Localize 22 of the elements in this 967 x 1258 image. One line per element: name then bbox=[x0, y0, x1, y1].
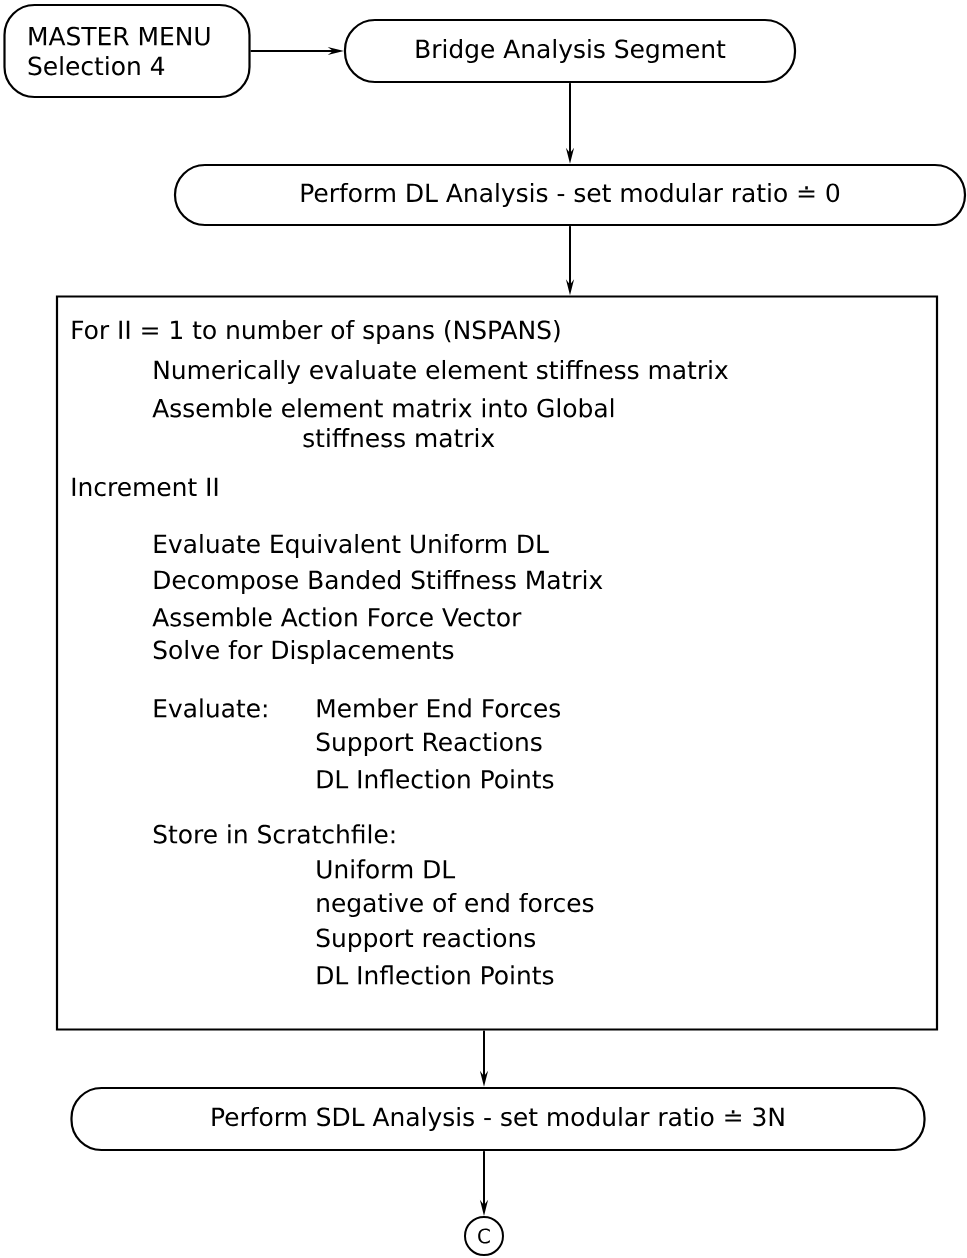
step-text: Decompose Banded Stiffness Matrix bbox=[154, 569, 603, 595]
step-text: negative of end forces bbox=[317, 892, 594, 918]
step-text: DL Inflection Points bbox=[317, 769, 554, 789]
terminal-box: Perform DL Analysis - set modular ratio ≐ 0 bbox=[173, 163, 967, 227]
terminal-box: Perform SDL Analysis - set modular ratio ≐ 3N bbox=[70, 1086, 926, 1152]
step-text: Support Reactions bbox=[316, 731, 542, 757]
process-box bbox=[55, 295, 939, 1031]
step-text: Evaluate Equivalent Uniform DL bbox=[154, 533, 549, 559]
terminal-box: Bridge Analysis Segment bbox=[343, 18, 797, 84]
step-text: Uniform DL bbox=[317, 859, 456, 879]
step-text: Solve for Displacements bbox=[153, 639, 454, 665]
step-text: DL Inflection Points bbox=[317, 965, 554, 985]
step-text: Support reactions bbox=[316, 927, 536, 953]
terminal-box: MASTER MENU Selection 4 bbox=[3, 3, 251, 99]
step-text: Assemble Action Force Vector bbox=[152, 607, 522, 627]
step-text: Increment II bbox=[72, 477, 218, 497]
step-text: Store in Scratchfile: bbox=[153, 824, 395, 844]
step-text: Evaluate: bbox=[154, 698, 267, 718]
step-text: For II = 1 to number of spans (NSPANS) bbox=[72, 319, 560, 345]
step-text: Numerically evaluate element stiffness matrix bbox=[154, 359, 728, 385]
step-text: Member End Forces bbox=[317, 698, 560, 718]
step-text: Assemble element matrix into Global stiffness matrix bbox=[152, 398, 614, 448]
